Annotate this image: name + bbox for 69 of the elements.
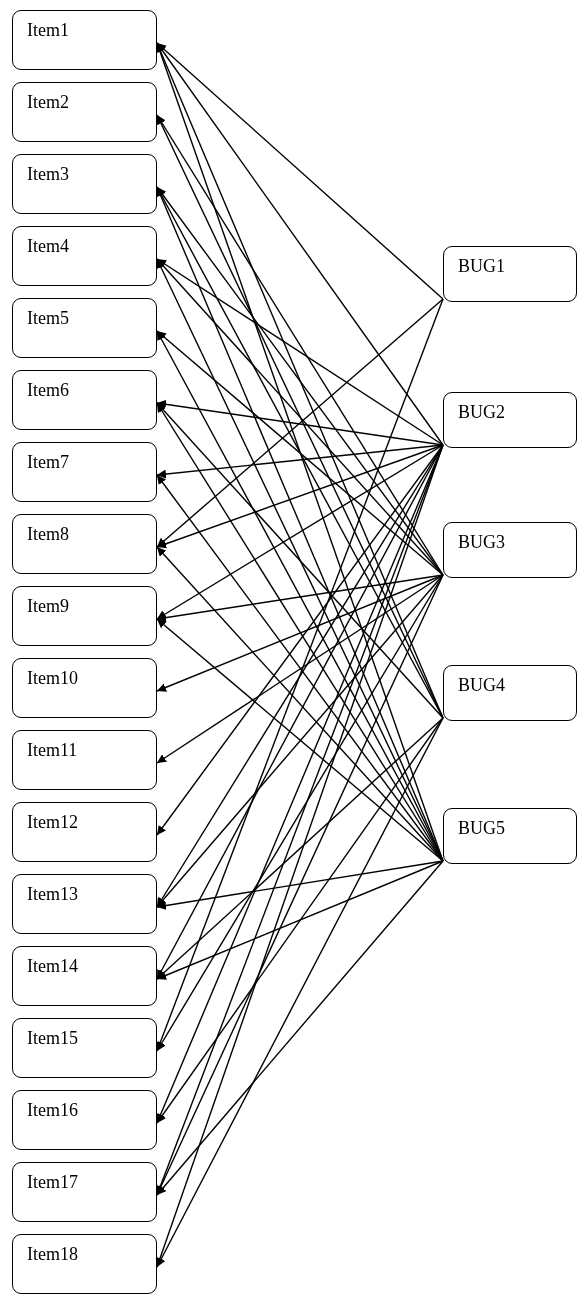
node-label: BUG2 bbox=[458, 402, 505, 423]
arrow bbox=[156, 574, 444, 692]
item-box bbox=[443, 665, 577, 721]
item-box bbox=[443, 808, 577, 864]
node-label: Item3 bbox=[27, 164, 69, 185]
arrow bbox=[156, 717, 444, 1268]
item-box bbox=[443, 246, 577, 302]
node-label: Item6 bbox=[27, 380, 69, 401]
node-label: BUG1 bbox=[458, 256, 505, 277]
item-box bbox=[12, 946, 157, 1006]
arrow bbox=[156, 618, 444, 862]
item-box bbox=[12, 442, 157, 502]
arrow bbox=[156, 574, 444, 764]
arrow bbox=[156, 42, 444, 446]
item-box bbox=[12, 82, 157, 142]
node-label: Item16 bbox=[27, 1100, 78, 1121]
arrow bbox=[156, 444, 444, 620]
item-box bbox=[12, 154, 157, 214]
item-box bbox=[12, 730, 157, 790]
item-box bbox=[12, 226, 157, 286]
node-label: Item17 bbox=[27, 1172, 78, 1193]
node-label: Item9 bbox=[27, 596, 69, 617]
item-box bbox=[12, 802, 157, 862]
arrow bbox=[156, 717, 444, 1124]
arrow bbox=[156, 258, 444, 576]
item-box bbox=[12, 1090, 157, 1150]
arrow bbox=[156, 330, 444, 576]
arrow bbox=[156, 574, 444, 908]
node-label: Item1 bbox=[27, 20, 69, 41]
node-label: Item12 bbox=[27, 812, 78, 833]
node-label: BUG3 bbox=[458, 532, 505, 553]
node-label: Item14 bbox=[27, 956, 78, 977]
item-box bbox=[12, 514, 157, 574]
node-label: Item15 bbox=[27, 1028, 78, 1049]
node-label: Item10 bbox=[27, 668, 78, 689]
node-label: Item7 bbox=[27, 452, 69, 473]
node-label: Item8 bbox=[27, 524, 69, 545]
item-box bbox=[12, 1162, 157, 1222]
arrow bbox=[156, 717, 444, 980]
arrow bbox=[156, 574, 444, 1052]
item-box bbox=[12, 370, 157, 430]
node-label: BUG5 bbox=[458, 818, 505, 839]
node-label: Item4 bbox=[27, 236, 69, 257]
item-box bbox=[12, 298, 157, 358]
item-box bbox=[12, 1018, 157, 1078]
arrow bbox=[156, 574, 444, 1196]
node-label: Item2 bbox=[27, 92, 69, 113]
node-label: BUG4 bbox=[458, 675, 505, 696]
node-label: Item11 bbox=[27, 740, 78, 761]
arrow bbox=[156, 258, 444, 446]
node-label: Item5 bbox=[27, 308, 69, 329]
node-label: Item18 bbox=[27, 1244, 78, 1265]
arrow bbox=[156, 860, 444, 1196]
arrow bbox=[156, 546, 444, 862]
item-box bbox=[443, 392, 577, 448]
item-box bbox=[12, 874, 157, 934]
item-box bbox=[12, 10, 157, 70]
arrow bbox=[156, 402, 444, 719]
node-label: Item13 bbox=[27, 884, 78, 905]
arrow bbox=[156, 444, 444, 479]
item-box bbox=[12, 586, 157, 646]
arrow bbox=[156, 399, 444, 446]
arrow bbox=[156, 114, 444, 576]
arrow bbox=[156, 42, 444, 300]
arrow bbox=[156, 860, 444, 980]
item-box bbox=[12, 1234, 157, 1294]
item-box bbox=[12, 658, 157, 718]
item-box bbox=[443, 522, 577, 578]
arrow bbox=[156, 298, 444, 548]
